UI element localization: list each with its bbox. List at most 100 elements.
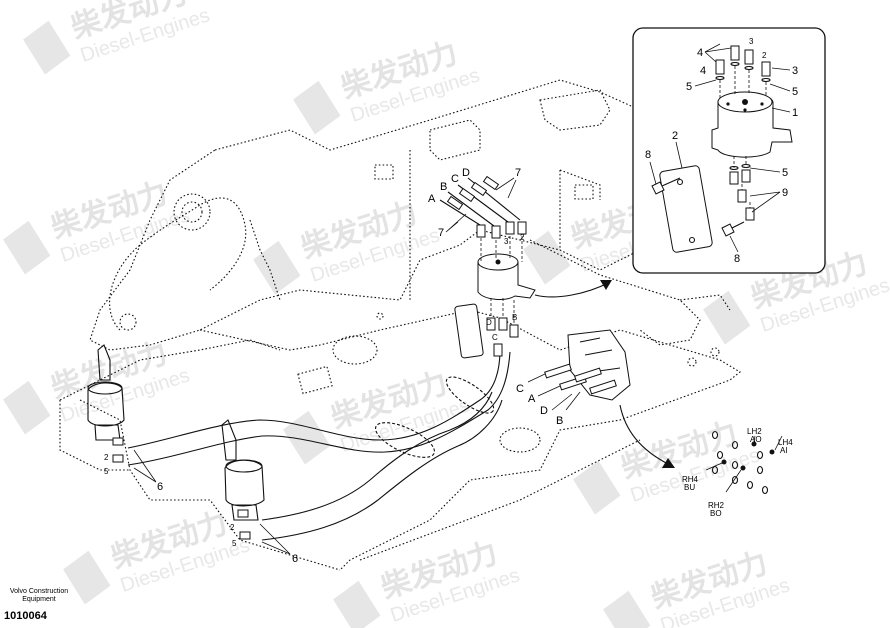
inset-leader-2 — [675, 141, 683, 169]
watermark-tile: 柴发动力 Diesel-Engines — [293, 36, 482, 135]
port-hole — [761, 485, 769, 495]
inset-callout-4b: 4 — [700, 65, 706, 77]
watermark-logo-icon — [293, 80, 341, 135]
fitting — [112, 454, 124, 463]
fitting — [476, 224, 486, 238]
joystick-right-boot — [224, 459, 265, 507]
valve-upper-hoses — [439, 177, 521, 227]
inset-fitting — [730, 45, 740, 61]
port-label-bo: BO — [710, 509, 722, 518]
watermark-logo-icon — [703, 290, 751, 345]
fitting — [112, 437, 124, 446]
frame-bracket — [374, 164, 394, 180]
hose-spiral-wrap — [375, 422, 435, 458]
watermark-logo-icon — [63, 550, 111, 605]
company-line-1: Volvo Construction — [9, 588, 69, 595]
inset-o-ring — [715, 75, 725, 81]
port-hole — [711, 430, 719, 440]
inset-leader-5-right — [769, 83, 791, 92]
fitting — [482, 175, 500, 191]
joystick-left-top — [87, 381, 123, 395]
inset-valve-bolt — [760, 102, 764, 106]
frame-bracket — [574, 184, 594, 200]
inset-o-ring — [730, 61, 740, 67]
inset-callout-8-bottom: 8 — [734, 253, 740, 265]
inset-valve-bolt — [743, 108, 747, 112]
port-hole — [731, 440, 739, 450]
fitting — [505, 221, 515, 235]
joystick-right-grip — [221, 419, 237, 461]
port-hole — [716, 450, 724, 460]
port-label-rh2: RH2 — [708, 501, 725, 510]
watermark-logo-icon — [253, 240, 301, 295]
callout-5-left: 5 — [104, 467, 109, 476]
port-label-lh4: LH4 — [778, 438, 793, 447]
joystick-fittings — [112, 437, 251, 540]
inset-valve-port — [742, 99, 748, 105]
joystick-left-boot — [87, 382, 125, 427]
fitting — [486, 317, 496, 331]
fitting — [237, 509, 249, 518]
watermark-logo-icon — [603, 590, 651, 628]
frame-cab-base — [59, 339, 281, 471]
callout-C: C — [451, 173, 459, 185]
inset-valve-bolt — [726, 102, 730, 106]
leader-7-lower — [445, 213, 467, 233]
valve-center-port — [495, 259, 501, 265]
callout-D-lower: D — [486, 318, 492, 327]
frame-round-plate — [332, 335, 378, 365]
joystick-left — [87, 344, 125, 441]
port-marked — [751, 441, 757, 447]
inset-leader-4 — [704, 43, 732, 63]
hose-left-upper — [127, 349, 501, 449]
callout-A-right: A — [528, 393, 536, 405]
flow-arrows — [534, 280, 675, 468]
watermark-tile: 柴发动力 Diesel-Engines — [333, 536, 522, 628]
pilot-leaders — [527, 373, 581, 411]
watermark-tile: 柴发动力 Diesel-Engines — [283, 366, 472, 465]
port-hole — [756, 465, 764, 475]
frame-bolt — [687, 357, 697, 367]
port-label-lh2: LH2 — [747, 427, 762, 436]
leader-6-right — [259, 523, 291, 555]
pilot-fitting — [589, 379, 617, 395]
callout-C-right: C — [516, 383, 524, 395]
inset-leader-3 — [771, 67, 791, 71]
inset-leader-5-left — [694, 79, 717, 87]
frame-bolt — [376, 312, 384, 320]
fitting — [470, 181, 488, 197]
port-label-bu: BU — [684, 483, 695, 492]
leader-6-left — [133, 449, 157, 483]
watermark-tile: 柴发动力 Diesel-Engines — [603, 546, 792, 628]
watermark-logo-icon — [333, 580, 381, 628]
watermark-tile: 柴发动力 Diesel-Engines — [3, 176, 192, 275]
inset-leader-8-bottom — [729, 235, 739, 253]
callout-B: B — [440, 181, 447, 193]
company-name: Volvo Construction Equipment — [4, 588, 74, 604]
inset-leader-9 — [749, 191, 781, 213]
frame-right-shelf — [529, 239, 731, 346]
arrow-head-icon — [600, 280, 612, 290]
inset-bolt-shank — [731, 221, 745, 229]
callout-5-right: 5 — [232, 539, 237, 548]
port-marked — [769, 449, 775, 455]
inset-callout-1: 1 — [792, 107, 798, 119]
port-label-ao: AO — [750, 435, 762, 444]
inset-fitting — [729, 171, 739, 185]
inset-callout-2-top: 2 — [762, 51, 767, 60]
hose-right-lower — [261, 399, 503, 541]
callout-B-lower: B — [512, 313, 517, 322]
inset-callout-5-mid: 5 — [782, 167, 788, 179]
callout-3: 3 — [504, 237, 509, 246]
callout-7-upper: 7 — [515, 167, 521, 179]
hose-right-upper — [261, 391, 493, 521]
arrow-head-icon — [662, 458, 675, 468]
inset-callout-3: 3 — [792, 65, 798, 77]
port-leaders — [705, 435, 783, 493]
fitting — [239, 531, 251, 540]
joystick-right-top — [225, 459, 263, 473]
inset-plate-hole — [676, 178, 684, 186]
fitting — [509, 324, 519, 338]
inset-bolt-shank — [661, 177, 681, 187]
